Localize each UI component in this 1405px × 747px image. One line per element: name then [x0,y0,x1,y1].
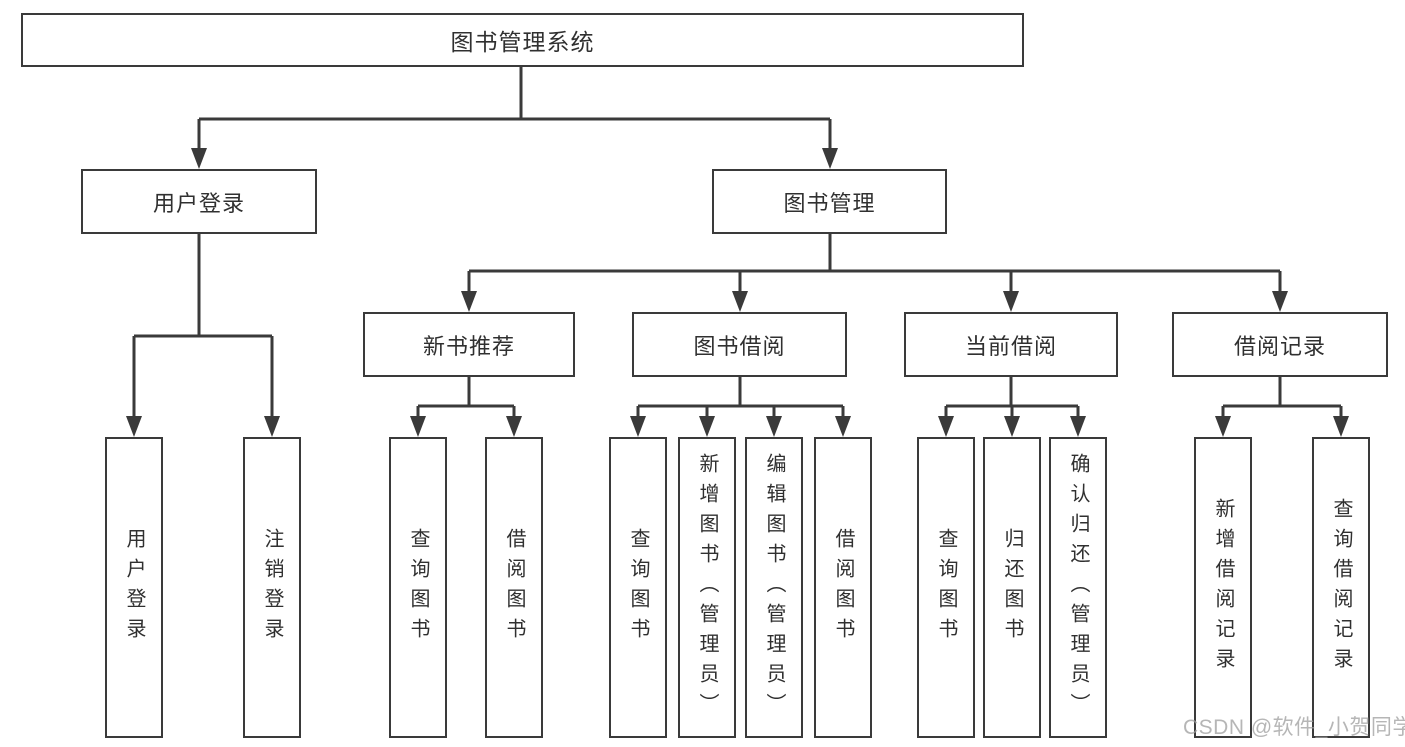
leaf-label: 归还图书 [1001,527,1023,648]
leaf-label: 借阅图书 [503,527,525,648]
node-book-borrowing: 图书借阅 [632,312,847,377]
leaf-return-books: 归还图书 [983,437,1041,738]
leaf-label: 确认归还（管理员） [1067,452,1089,723]
leaf-label: 查询图书 [407,527,429,648]
node-label: 用户登录 [152,190,245,216]
leaf-label: 新增图书（管理员） [696,452,718,723]
node-label: 当前借阅 [964,333,1057,359]
leaf-label: 查询图书 [935,527,957,648]
leaf-borrow-books-recommend: 借阅图书 [485,437,543,738]
csdn-watermark: CSDN @软件_小贺同学 [1183,716,1405,739]
node-book-management-branch: 图书管理 [712,169,947,234]
leaf-label: 新增借阅记录 [1212,497,1234,678]
leaf-query-books-borrow: 查询图书 [609,437,667,738]
leaf-label: 借阅图书 [832,527,854,648]
node-label: 借阅记录 [1233,333,1326,359]
leaf-add-books-admin: 新增图书（管理员） [678,437,736,738]
node-user-login-branch: 用户登录 [81,169,317,234]
leaf-borrow-books: 借阅图书 [814,437,872,738]
leaf-query-borrow-record: 查询借阅记录 [1312,437,1370,738]
node-root-label: 图书管理系统 [450,29,595,55]
node-borrow-records: 借阅记录 [1172,312,1388,377]
leaf-logout: 注销登录 [243,437,301,738]
arrowheads [126,148,1349,437]
leaf-query-books-current: 查询图书 [917,437,975,738]
leaf-user-login: 用户登录 [105,437,163,738]
leaf-confirm-return-admin: 确认归还（管理员） [1049,437,1107,738]
leaf-edit-books-admin: 编辑图书（管理员） [745,437,803,738]
leaf-label: 编辑图书（管理员） [763,452,785,723]
leaf-query-books-recommend: 查询图书 [389,437,447,738]
leaf-label: 查询借阅记录 [1330,497,1352,678]
node-label: 图书管理 [783,190,876,216]
tree-edges [132,66,1343,421]
node-label: 新书推荐 [422,333,515,359]
node-new-book-recommend: 新书推荐 [363,312,575,377]
leaf-label: 用户登录 [123,527,145,648]
node-root-system: 图书管理系统 [21,13,1024,67]
leaf-add-borrow-record: 新增借阅记录 [1194,437,1252,738]
leaf-label: 查询图书 [627,527,649,648]
leaf-label: 注销登录 [261,527,283,648]
node-label: 图书借阅 [693,333,786,359]
node-current-borrowing: 当前借阅 [904,312,1118,377]
